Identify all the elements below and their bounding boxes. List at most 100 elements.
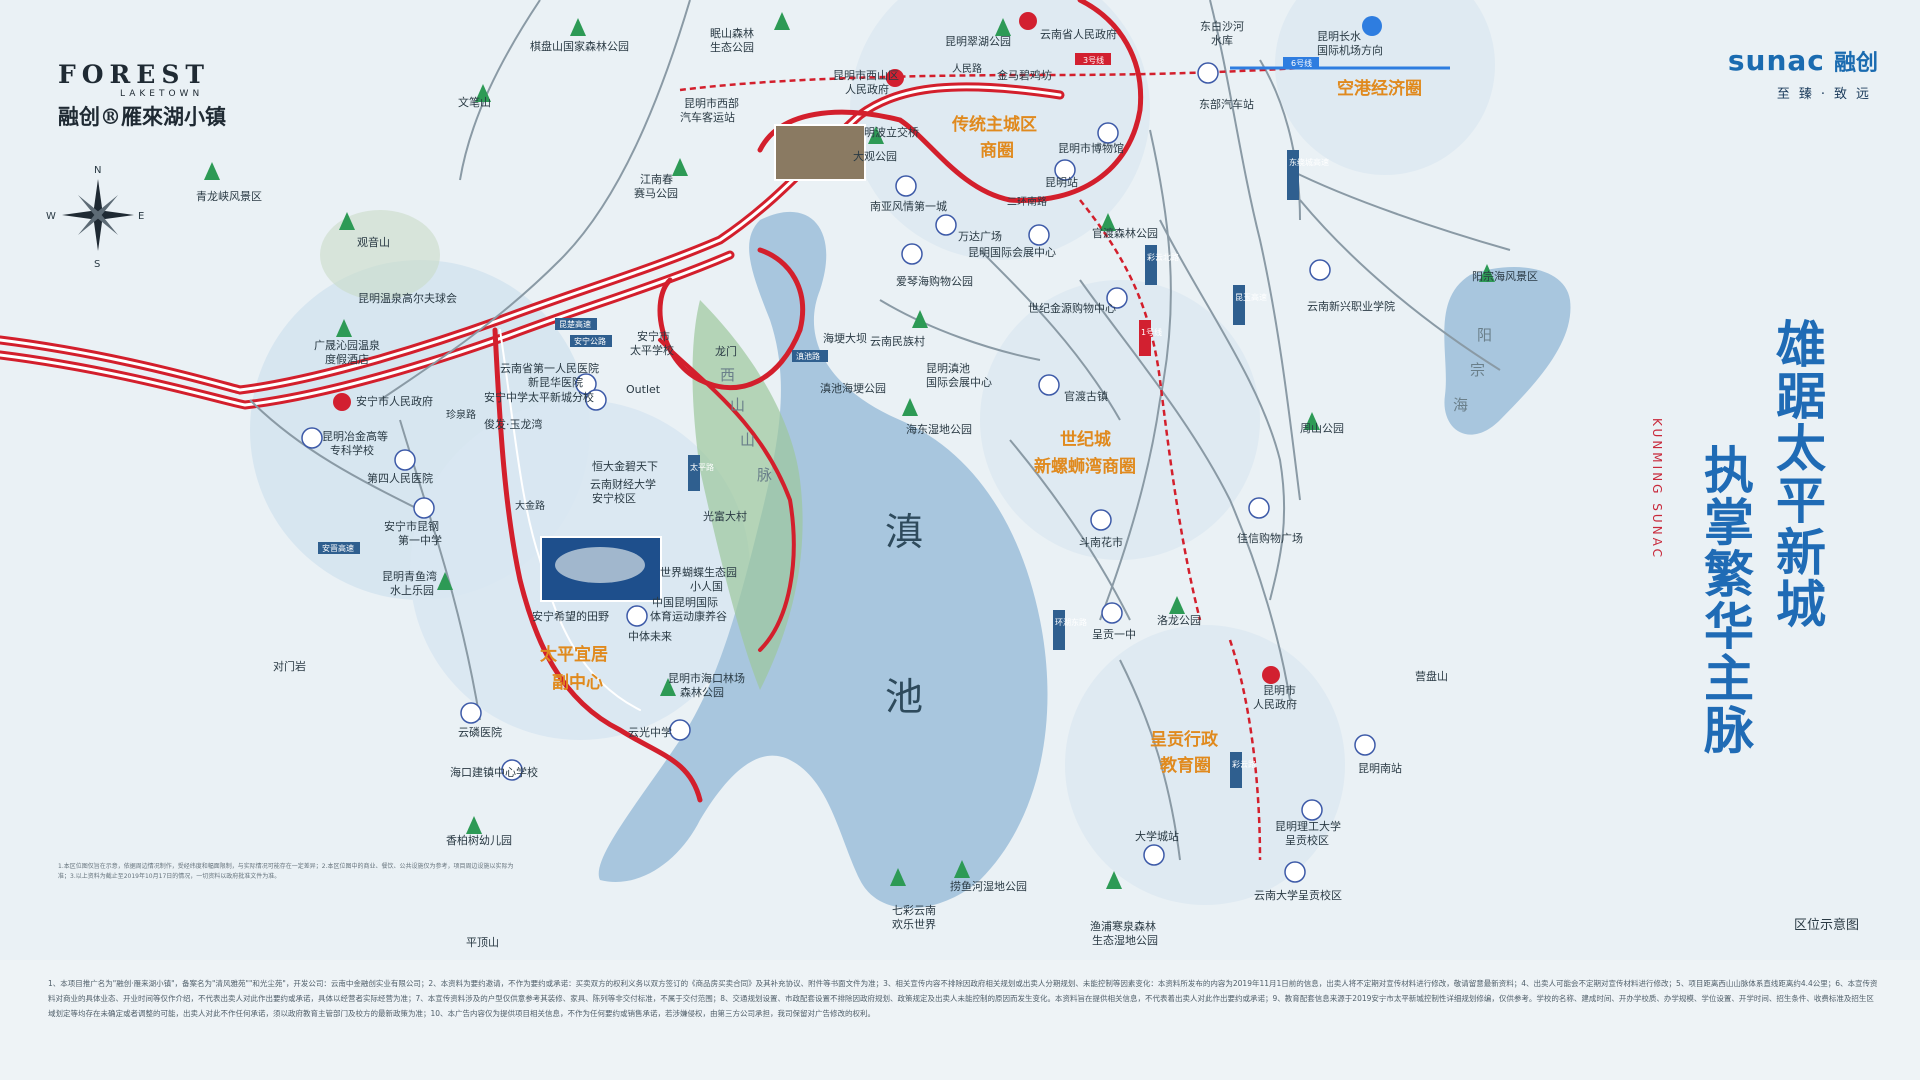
metro-tag-line6 [1283,57,1319,69]
mountain-label-1: 龙门 [715,344,737,358]
label-dajin: 大金路 [515,499,545,512]
label-guangfu: 光富大村 [703,509,747,523]
label-zhenan: 珍泉路 [446,408,476,421]
label-haikou-forest-2: 森林公园 [680,685,724,699]
main-city-zone [850,0,1150,260]
road-tag-10-label: 安晋高速 [322,543,354,553]
xishan-site [774,124,866,181]
label-wanda: 万达广场 [958,229,1002,243]
label-yunqi-hosp: 云磷医院 [458,725,502,739]
bus-icon [1197,62,1219,84]
label-anning-gov: 安宁市人民政府 [356,394,433,408]
dianchi-label-2: 池 [885,675,923,719]
train-icon [1143,844,1165,866]
school-icon [585,389,607,411]
label-shiji-gold: 世纪金源购物中心 [1028,301,1116,315]
label-butterfly-1: 世界蝴蝶生态园 [660,565,737,579]
label-duimen: 对门岩 [273,659,306,673]
yangzong-label-1: 阳 [1477,326,1492,344]
shop-icon [935,214,957,236]
label-qicai-1: 七彩云南 [892,904,936,917]
label-junfa: 俊发·玉龙湾 [484,417,543,431]
metro-tag-line3 [1075,53,1111,65]
label-guanyin: 观音山 [357,235,390,249]
brand-title: FOREST [58,60,211,89]
label-yupu-2: 生态湿地公园 [1092,933,1158,947]
label-yn-first-hosp-1: 云南省第一人民医院 [500,361,599,375]
label-hengda: 恒大金碧天下 [592,459,658,473]
zone-main-city-2: 商圈 [980,140,1014,161]
label-douna: 斗南花市 [1079,535,1123,549]
label-sports-1: 中国昆明国际 [652,596,718,609]
school-icon [1101,602,1123,624]
school-icon [1301,799,1323,821]
compass-n: N [94,165,101,176]
tree-icon [437,572,453,590]
tree-icon [466,816,482,834]
label-qingyu-2: 水上乐园 [390,584,434,597]
label-outlet: Outlet [626,383,661,396]
tree-icon [339,212,355,230]
school-icon [1309,259,1331,281]
label-hope-park: 安宁希望的田野 [532,609,609,623]
label-anning-school-1: 安宁市昆钢 [384,519,439,533]
label-xishan-gov-2: 人民政府 [845,82,889,96]
tree-icon [1106,871,1122,889]
label-airport-2: 国际机场方向 [1317,43,1383,57]
shop-icon [1090,509,1112,531]
label-airport-1: 昆明长水 [1317,30,1361,43]
label-yn-minzu: 云南民族村 [870,334,925,348]
road-tag-8 [1233,285,1245,325]
tree-icon [868,126,884,144]
label-mingbo-com: 明波立交桥 [864,125,919,139]
road-tag-7 [1287,150,1299,200]
metro-line3-label: 3号线 [1083,55,1104,65]
yangzong-lake [1444,267,1571,435]
shop-icon [1248,497,1270,519]
label-dianchi-conv-1: 昆明滇池 [926,361,970,375]
label-qishan: 棋盘山国家森林公园 [530,39,629,53]
label-km-gov-1: 昆明市 [1263,683,1296,697]
metro-line1-label: 1号线 [1141,327,1162,337]
label-dianchi-haigeng: 滇池海埂公园 [820,381,886,395]
mountain-label-3: 山 [730,396,745,414]
label-yn-finance-2: 安宁校区 [592,491,636,505]
label-chenggong-yi: 呈贡一中 [1092,628,1136,641]
brand-name-cn: 融创®雁來湖小镇 [58,104,226,129]
tree-icon [204,162,220,180]
tree-icon [1100,213,1116,231]
label-yn-first-hosp-2: 新昆华医院 [528,375,583,389]
label-daguan: 大观公园 [853,149,897,163]
label-museum: 昆明市博物馆 [1058,141,1124,155]
highway-network [0,0,1144,803]
label-haikou-school: 海口建镇中心学校 [450,765,538,779]
road-tag-6 [1145,245,1157,285]
tree-icon [1479,264,1495,282]
tree-icon [890,868,906,886]
label-guangshuo-2: 度假酒店 [325,352,369,366]
label-yn-univ: 云南大学呈贡校区 [1254,888,1342,902]
tree-icon [570,18,586,36]
school-icon [669,719,691,741]
label-butterfly-2: 小人国 [690,580,723,593]
airport-zone [1275,0,1495,175]
disclaimer: 1、本项目推广名为"融创·雁来湖小镇"，备案名为"清风雅苑""和光尘苑"，开发公… [48,979,1878,1018]
mountain-label-2: 西 [720,366,735,384]
label-haikou-forest-1: 昆明市海口林场 [668,671,745,685]
tree-icons [204,12,1495,889]
label-sports-2: 体育运动康养谷 [650,609,727,623]
hills-west [320,210,440,300]
mountain-label-4: 山 [740,431,755,449]
label-yangzong-park: 阳宗海风景区 [1472,269,1538,283]
label-dianchi-dam: 海埂大坝 [823,331,867,345]
label-jinma: 金马碧鸡坊 [997,68,1052,82]
label-ligong-1: 昆明理工大学 [1275,819,1341,833]
label-hot-spring-golf: 昆明温泉高尔夫球会 [358,291,457,305]
project-site [540,124,866,602]
school-icon [501,759,523,781]
label-guangshuo-1: 广晟沁园温泉 [314,338,380,352]
tree-icon [336,319,352,337]
road-tag-3-label: 滇池路 [796,351,820,361]
label-qinglong: 青龙峡风景区 [196,189,262,203]
compass-s: S [94,259,100,270]
